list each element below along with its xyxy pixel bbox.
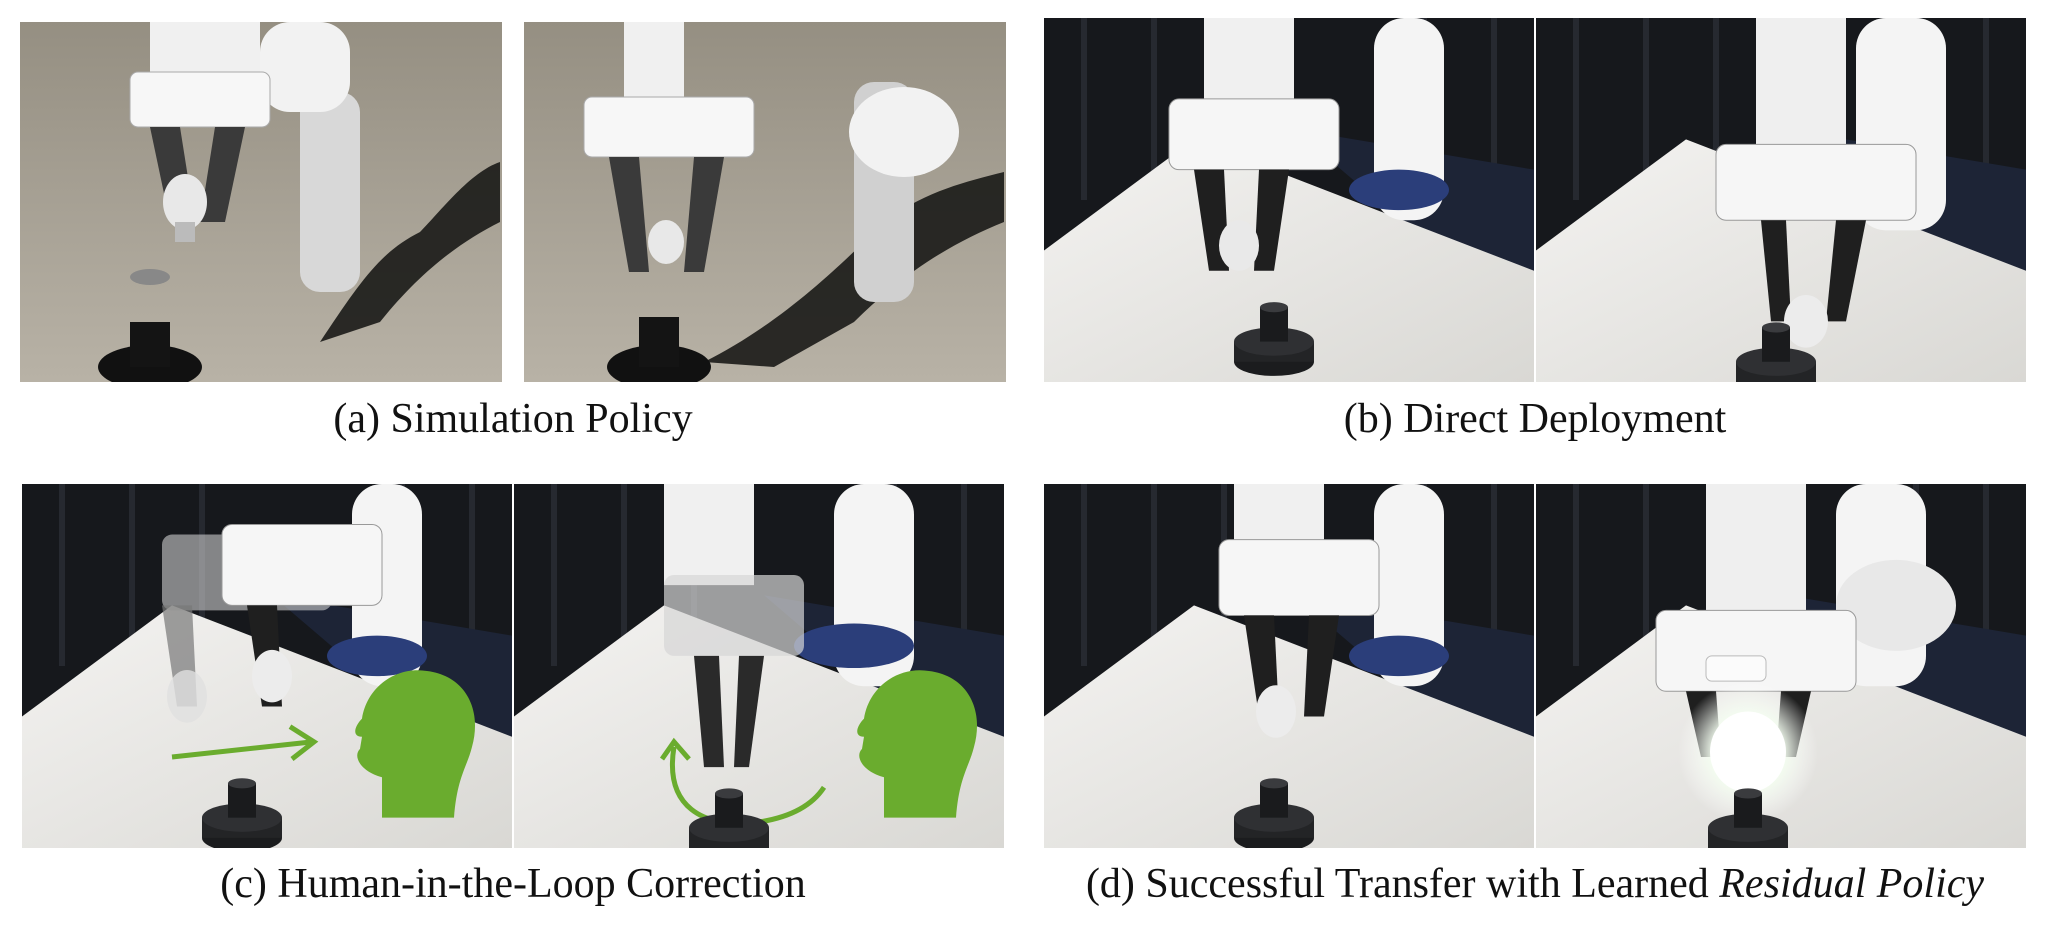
real-panel-c-left: [22, 484, 512, 848]
light-bulb-icon: [252, 649, 292, 703]
caption-d-italic: Residual Policy: [1719, 861, 1985, 907]
real-panel-b-right: [1536, 18, 2026, 382]
light-bulb-icon: [1784, 295, 1828, 348]
robot-arm-icon: [524, 22, 1006, 382]
sim-panel-right: [524, 22, 1006, 382]
robot-arm-icon: [1044, 18, 1534, 382]
caption-simulation-policy: (a) Simulation Policy: [333, 396, 693, 442]
robot-arm-icon: [22, 484, 512, 848]
robot-arm-icon: [1536, 484, 2026, 848]
robot-arm-icon: [1536, 18, 2026, 382]
human-head-icon: [857, 670, 977, 818]
real-panel-d-right: [1536, 484, 2026, 848]
light-bulb-icon: [1256, 685, 1296, 738]
caption-successful-transfer: (d) Successful Transfer with Learned Res…: [1044, 863, 2026, 905]
real-panel-d-left: [1044, 484, 1534, 848]
sim-panel-left: [20, 22, 502, 382]
caption-human-in-the-loop: (c) Human-in-the-Loop Correction: [220, 861, 806, 907]
robot-arm-icon: [514, 484, 1004, 848]
light-bulb-icon: [1710, 711, 1786, 793]
real-panel-b-left: [1044, 18, 1534, 382]
robot-arm-icon: [20, 22, 502, 382]
light-bulb-icon: [1219, 220, 1259, 271]
human-head-icon: [355, 670, 475, 818]
real-panel-c-right: [514, 484, 1004, 848]
caption-direct-deployment: (b) Direct Deployment: [1343, 396, 1727, 442]
caption-d-text: (d) Successful Transfer with Learned: [1085, 861, 1720, 907]
arrow-right-icon: [171, 724, 319, 762]
robot-arm-icon: [1044, 484, 1534, 848]
